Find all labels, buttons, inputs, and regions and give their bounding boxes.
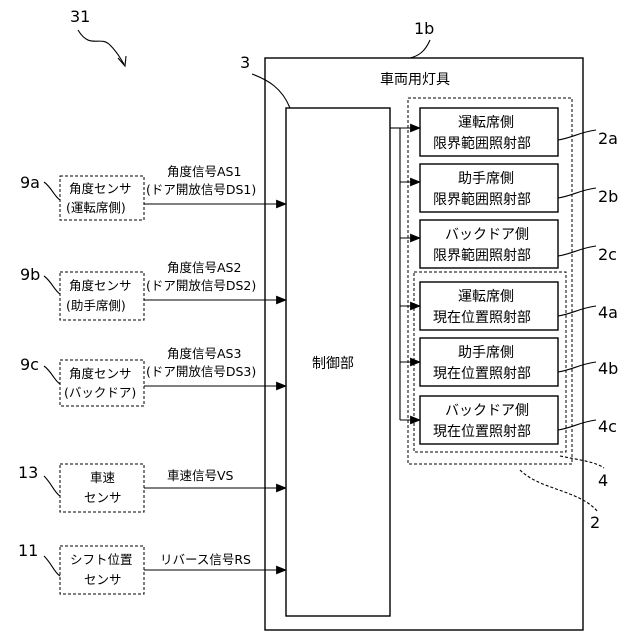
unit-4b-line2: 現在位置照射部 bbox=[433, 366, 531, 382]
unit-4b-ref: 4b bbox=[598, 359, 618, 378]
signal-vs: 車速信号VS bbox=[167, 468, 234, 483]
unit-4c-line2: 現在位置照射部 bbox=[433, 424, 531, 440]
unit-2b-line1: 助手席側 bbox=[458, 171, 514, 187]
sensor-13-ref: 13 bbox=[18, 463, 38, 482]
unit-2c-line2: 限界範囲照射部 bbox=[433, 247, 531, 264]
unit-4a-line2: 現在位置照射部 bbox=[433, 310, 531, 326]
controller-label: 制御部 bbox=[312, 356, 354, 372]
sensor-9b-line2: (助手席側) bbox=[66, 298, 126, 313]
unit-2a-line2: 限界範囲照射部 bbox=[433, 135, 531, 152]
unit-4c: バックドア側 現在位置照射部 4c bbox=[420, 396, 617, 444]
signal-ds1: (ドア開放信号DS1) bbox=[146, 182, 256, 197]
sensor-9b-line1: 角度センサ bbox=[69, 278, 132, 293]
unit-4c-line1: バックドア側 bbox=[445, 403, 529, 419]
sensor-9b: 9b 角度センサ (助手席側) 角度信号AS2 (ドア開放信号DS2) bbox=[20, 260, 286, 320]
group-4-ref: 4 bbox=[598, 471, 608, 490]
sensor-11-ref: 11 bbox=[18, 541, 38, 560]
signal-rs: リバース信号RS bbox=[160, 552, 251, 567]
sensor-11: 11 シフト位置 センサ リバース信号RS bbox=[18, 541, 286, 594]
sensor-13-line1: 車速 bbox=[90, 470, 116, 485]
figure-number: 31 bbox=[70, 7, 90, 26]
sensor-11-line1: シフト位置 bbox=[70, 552, 133, 567]
lamp-ref: 1b bbox=[414, 19, 434, 38]
unit-4b: 助手席側 現在位置照射部 4b bbox=[420, 338, 618, 386]
sensor-9c-ref: 9c bbox=[20, 355, 39, 374]
unit-2b-line2: 限界範囲照射部 bbox=[433, 191, 531, 208]
sensor-9a-line2: (運転席側) bbox=[66, 200, 126, 215]
unit-4a-line1: 運転席側 bbox=[458, 289, 514, 305]
unit-4b-line1: 助手席側 bbox=[458, 345, 514, 361]
sensor-9a-line1: 角度センサ bbox=[69, 181, 132, 196]
unit-4a: 運転席側 現在位置照射部 4a bbox=[420, 282, 618, 330]
sensor-13-line2: センサ bbox=[84, 490, 122, 505]
unit-2b-ref: 2b bbox=[598, 187, 618, 206]
signal-as3: 角度信号AS3 bbox=[167, 346, 241, 361]
sensor-9a-ref: 9a bbox=[20, 173, 40, 192]
sensor-13: 13 車速 センサ 車速信号VS bbox=[18, 463, 286, 512]
unit-2a-ref: 2a bbox=[598, 129, 618, 148]
signal-as1: 角度信号AS1 bbox=[167, 164, 241, 179]
sensor-9c-line1: 角度センサ bbox=[69, 366, 132, 381]
lamp-ref-leader bbox=[410, 40, 430, 58]
unit-2a-line1: 運転席側 bbox=[458, 115, 514, 131]
lamp-title: 車両用灯具 bbox=[380, 71, 450, 88]
unit-2a: 運転席側 限界範囲照射部 2a bbox=[420, 108, 618, 156]
unit-2c-ref: 2c bbox=[598, 245, 617, 264]
unit-4a-ref: 4a bbox=[598, 303, 618, 322]
signal-ds3: (ドア開放信号DS3) bbox=[146, 364, 256, 379]
unit-2c-line1: バックドア側 bbox=[445, 227, 529, 243]
signal-ds2: (ドア開放信号DS2) bbox=[146, 278, 256, 293]
sensor-9b-ref: 9b bbox=[20, 265, 40, 284]
unit-2c: バックドア側 限界範囲照射部 2c bbox=[420, 220, 617, 268]
sensor-9c: 9c 角度センサ (バックドア) 角度信号AS3 (ドア開放信号DS3) bbox=[20, 346, 286, 406]
group-2-ref: 2 bbox=[590, 513, 600, 532]
sensor-9a: 9a 角度センサ (運転席側) 角度信号AS1 (ドア開放信号DS1) bbox=[20, 164, 286, 220]
unit-4c-ref: 4c bbox=[598, 417, 617, 436]
unit-2b: 助手席側 限界範囲照射部 2b bbox=[420, 164, 618, 212]
sensor-9c-line2: (バックドア) bbox=[64, 385, 136, 400]
figure-leader bbox=[78, 30, 124, 64]
signal-as2: 角度信号AS2 bbox=[167, 260, 241, 275]
controller-ref: 3 bbox=[240, 53, 250, 72]
sensor-11-line2: センサ bbox=[84, 572, 122, 587]
